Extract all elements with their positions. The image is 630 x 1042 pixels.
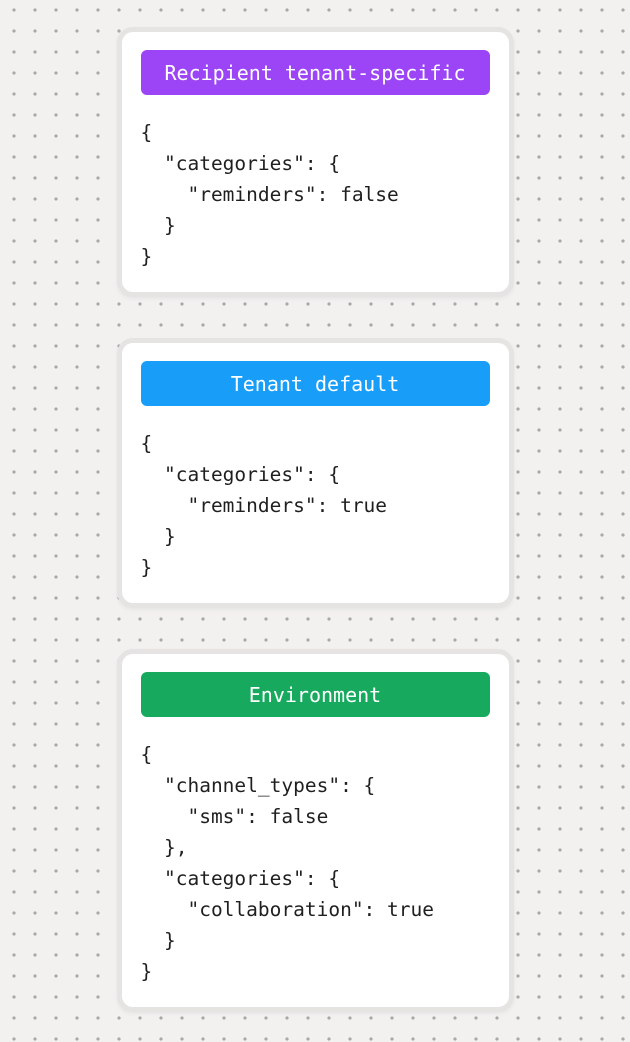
card-stack: Recipient tenant-specific { "categories"… — [116, 27, 514, 1012]
card-tenant-default: Tenant default { "categories": { "remind… — [116, 338, 514, 608]
card-environment: Environment { "channel_types": { "sms": … — [116, 649, 514, 1012]
badge-recipient-tenant-specific: Recipient tenant-specific — [140, 50, 490, 95]
card-recipient-tenant-specific: Recipient tenant-specific { "categories"… — [116, 27, 514, 297]
json-code-recipient-tenant-specific: { "categories": { "reminders": false } } — [140, 121, 399, 268]
json-code-environment: { "channel_types": { "sms": false }, "ca… — [140, 743, 435, 983]
badge-tenant-default: Tenant default — [140, 361, 490, 406]
badge-environment: Environment — [140, 672, 490, 717]
json-code-tenant-default: { "categories": { "reminders": true } } — [140, 432, 388, 579]
